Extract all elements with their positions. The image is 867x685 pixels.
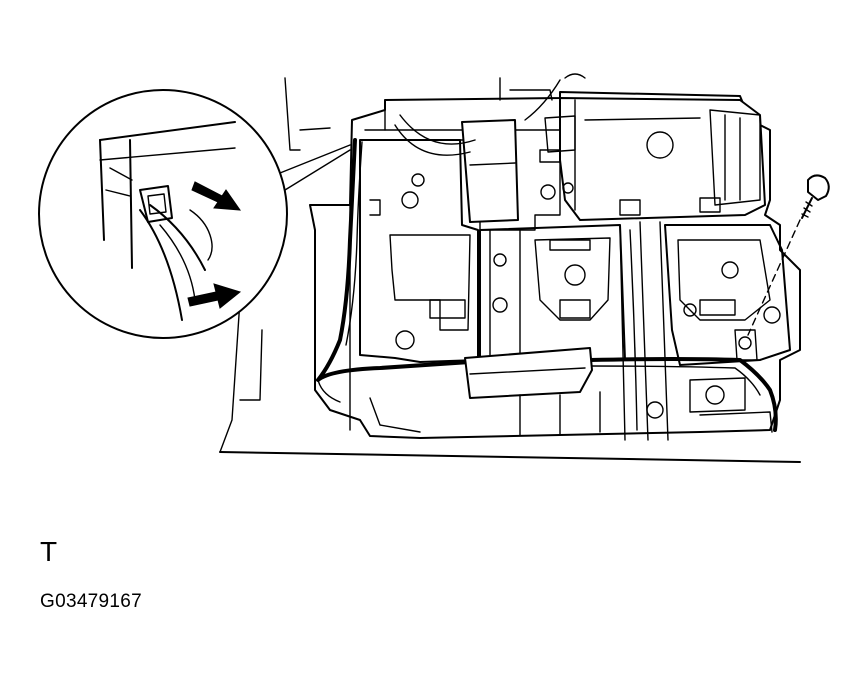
screw-icon	[747, 174, 830, 336]
harness-cover	[464, 347, 593, 399]
callout-leader	[274, 144, 351, 191]
middle-plate	[479, 224, 626, 363]
symbol-label: T	[40, 536, 58, 567]
left-plate	[359, 139, 479, 363]
arrow-right-icon	[191, 181, 242, 211]
right-plate	[664, 224, 791, 366]
detail-magnifier	[38, 89, 288, 339]
arrow-right-icon	[187, 283, 242, 309]
rails	[619, 221, 669, 441]
figure-code: G03479167	[40, 591, 143, 612]
top-connector	[394, 73, 586, 223]
wire-harness	[316, 138, 778, 432]
bottom-frame	[369, 329, 773, 436]
motor-housing	[559, 97, 766, 221]
